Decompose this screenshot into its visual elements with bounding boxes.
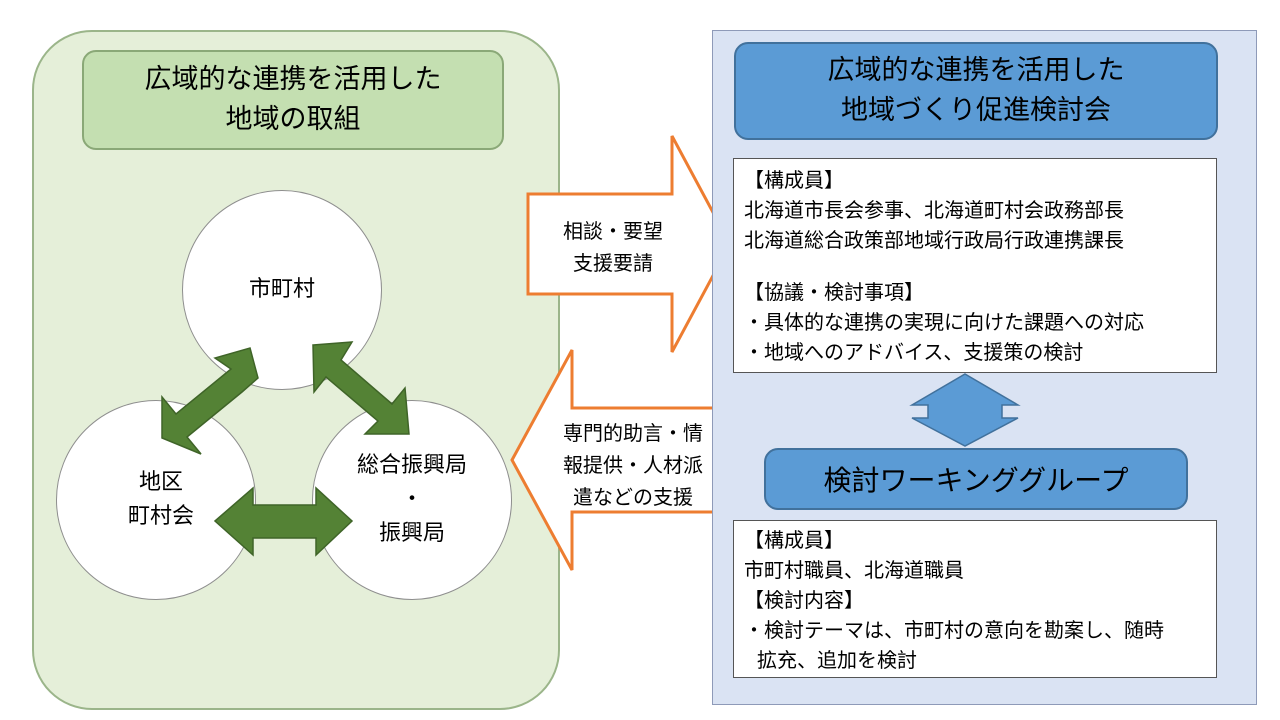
circle-bureau-label-1: 総合振興局 xyxy=(356,453,467,478)
orange-arrow-right xyxy=(526,135,732,353)
circle-district-town-association: 地区 町村会 xyxy=(56,400,256,600)
wg-info-line-5: 拡充、追加を検討 xyxy=(757,648,917,672)
working-group-title: 検討ワーキンググループ xyxy=(764,448,1188,510)
committee-info-line-1: 【構成員】 xyxy=(744,168,844,192)
committee-title-line-1: 広域的な連携を活用した xyxy=(827,55,1125,86)
committee-info-line-2: 北海道市長会参事、北海道町村会政務部長 xyxy=(744,198,1124,222)
arrow-left-label-line-2: 報提供・人材派 xyxy=(563,453,703,477)
arrow-left-label-line-3: 遣などの支援 xyxy=(573,485,693,509)
working-group-info-box: 【構成員】 市町村職員、北海道職員 【検討内容】 ・検討テーマは、市町村の意向を… xyxy=(733,520,1217,678)
wg-info-line-4: ・検討テーマは、市町村の意向を勘案し、随時 xyxy=(744,618,1164,642)
wg-info-line-3: 【検討内容】 xyxy=(744,588,864,612)
circle-bureau-label-3: 振興局 xyxy=(378,521,445,546)
blue-double-arrow xyxy=(909,373,1021,447)
committee-info-line-3: 北海道総合政策部地域行政局行政連携課長 xyxy=(744,228,1124,252)
left-title: 広域的な連携を活用した 地域の取組 xyxy=(82,50,504,150)
circle-bureau-label-2: ・ xyxy=(400,487,423,512)
arrow-left-label-line-1: 専門的助言・情 xyxy=(563,421,703,445)
committee-info-line-7: ・地域へのアドバイス、支援策の検討 xyxy=(744,340,1084,364)
circle-district-label-2: 町村会 xyxy=(127,504,194,529)
committee-info-box: 【構成員】 北海道市長会参事、北海道町村会政務部長 北海道総合政策部地域行政局行… xyxy=(733,158,1217,373)
circle-district-label-1: 地区 xyxy=(138,470,183,495)
green-arrow-horizontal xyxy=(213,486,354,557)
circle-municipality: 市町村 xyxy=(182,190,382,390)
committee-info-line-6: ・具体的な連携の実現に向けた課題への対応 xyxy=(744,310,1144,334)
circle-municipality-label: 市町村 xyxy=(248,277,315,302)
green-arrow-top-left xyxy=(161,347,259,455)
green-arrow-top-right xyxy=(312,341,410,435)
committee-title: 広域的な連携を活用した 地域づくり促進検討会 xyxy=(734,42,1218,140)
circle-promotion-bureau: 総合振興局 ・ 振興局 xyxy=(312,400,512,600)
wg-info-line-1: 【構成員】 xyxy=(744,528,844,552)
orange-arrow-left xyxy=(510,349,720,571)
wg-info-line-2: 市町村職員、北海道職員 xyxy=(744,558,964,582)
committee-title-line-2: 地域づくり促進検討会 xyxy=(841,95,1111,126)
arrow-left-label: 専門的助言・情 報提供・人材派 遣などの支援 xyxy=(548,417,718,513)
committee-info-line-5: 【協議・検討事項】 xyxy=(744,280,924,304)
left-title-line-2: 地域の取組 xyxy=(225,104,361,135)
arrow-right-label-line-1: 相談・要望 xyxy=(563,219,663,243)
arrow-right-label-line-2: 支援要請 xyxy=(573,251,653,275)
left-title-line-1: 広域的な連携を活用した xyxy=(144,64,442,95)
working-group-title-text: 検討ワーキンググループ xyxy=(823,464,1129,497)
arrow-right-label: 相談・要望 支援要請 xyxy=(528,215,698,279)
